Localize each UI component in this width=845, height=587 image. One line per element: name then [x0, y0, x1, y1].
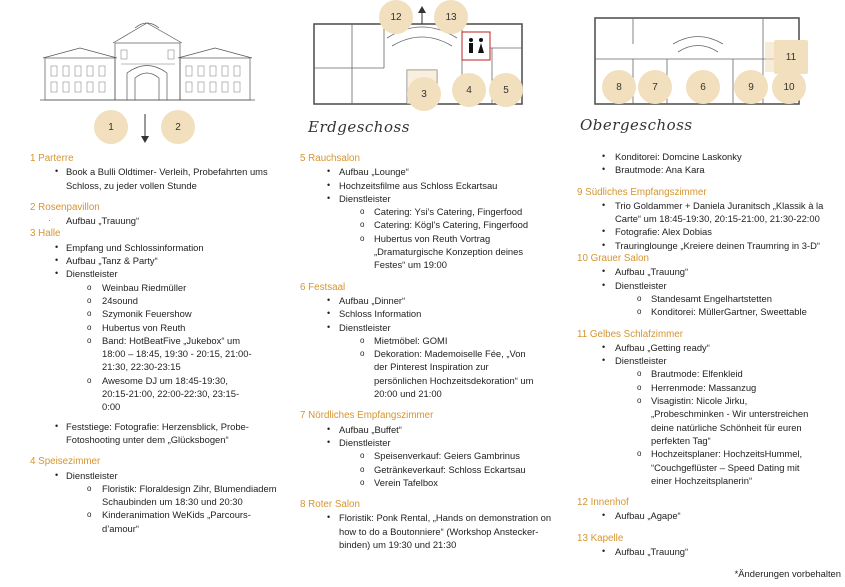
floor-label: Obergeschoss [580, 116, 693, 134]
marker-3: 3 [407, 77, 441, 111]
marker-8: 8 [602, 70, 636, 104]
list-item: Aufbau „Lounge“ [290, 165, 568, 179]
list-item-label: Dienstleister [339, 321, 391, 333]
marker-1: 1 [94, 110, 128, 144]
marker-12: 12 [379, 0, 413, 34]
list-item: Aufbau „Buffet“ [290, 423, 568, 437]
parterre-listing: 1 Parterre Book a Bulli Oldtimer- Verlei… [0, 152, 290, 535]
sub-item: Getränkeverkauf: Schloss Eckartsau [290, 463, 562, 477]
marker-5: 5 [489, 73, 523, 107]
column-obergeschoss: 8 7 6 9 10 11 Obergeschoss Konditorei: D… [568, 0, 845, 587]
section-title: 9 Südliches Empfangszimmer [577, 186, 707, 198]
section-title: 13 Kapelle [577, 532, 624, 544]
list-item: Aufbau „Agape“ [568, 509, 845, 523]
list-item: Dienstleister Brautmode: Elfenkleid Herr… [568, 354, 845, 487]
sub-item: Konditorei: MüllerGartner, Sweettable [568, 305, 839, 319]
floor-label: Erdgeschoss [308, 118, 410, 136]
castle-sketch-image [40, 22, 255, 101]
sub-item: Kinderanimation WeKids „Parcours-d’amour… [0, 508, 284, 535]
sub-item: Hochzeitsplaner: HochzeitsHummel, “Couch… [568, 447, 839, 487]
sub-item: Dekoration: Mademoiselle Fée, „Von der P… [290, 347, 562, 400]
list-item: Schloss Information [290, 307, 568, 321]
list-item-label: Dienstleister [615, 355, 667, 367]
sub-item: Floristik: Floraldesign Zihr, Blumendiad… [0, 482, 284, 509]
list-item: Trauringlounge „Kreiere deinen Traumring… [568, 239, 845, 253]
marker-9: 9 [734, 70, 768, 104]
list-item: Aufbau „Tanz & Party“ [0, 254, 290, 268]
section-title: 8 Roter Salon [300, 499, 360, 511]
list-item: Aufbau „Dinner“ [290, 294, 568, 308]
list-item: Trio Goldammer + Daniela Juranitsch „Kla… [568, 199, 845, 226]
marker-13: 13 [434, 0, 468, 34]
sub-item: Brautmode: Elfenkleid [568, 367, 839, 381]
sub-item: Hubertus von Reuth Vortrag „Dramaturgisc… [290, 232, 562, 272]
marker-10: 10 [772, 70, 806, 104]
arrow-down-icon [141, 114, 149, 143]
list-item-label: Dienstleister [339, 436, 391, 448]
marker-7: 7 [638, 70, 672, 104]
sub-item: Szymonik Feuershow [0, 307, 284, 321]
sub-item: Visagistin: Nicole Jirku, „Probeschminke… [568, 394, 839, 447]
sub-item: Standesamt Engelhartstetten [568, 292, 839, 306]
sub-item: Catering: Kögl’s Catering, Fingerfood [290, 218, 562, 232]
marker-6: 6 [686, 70, 720, 104]
section-title: 2 Rosenpavillon [30, 201, 100, 213]
section-title: 5 Rauchsalon [300, 153, 360, 164]
list-item: Dienstleister Standesamt Engelhartstette… [568, 279, 845, 319]
sub-item: Herrenmode: Massanzug [568, 381, 839, 395]
column-parterre: 1 2 1 Parterre Book a Bulli Oldtimer- Ve… [0, 0, 290, 587]
section-title: 11 Gelbes Schlafzimmer [577, 328, 683, 340]
list-item-label: Dienstleister [66, 469, 118, 481]
section-title: 12 Innenhof [577, 497, 629, 509]
sub-item: Catering: Ysi’s Catering, Fingerfood [290, 205, 562, 219]
list-item: Fotografie: Alex Dobias [568, 225, 845, 239]
section-title: 3 Halle [30, 228, 61, 240]
section-title: 6 Festsaal [300, 281, 346, 293]
list-item: Dienstleister Catering: Ysi’s Catering, … [290, 192, 568, 272]
sub-item: 24sound [0, 294, 284, 308]
list-item: Dienstleister Mietmöbel: GOMI Dekoration… [290, 321, 568, 401]
list-item: Dienstleister Speisenverkauf: Geiers Gam… [290, 436, 568, 489]
ground-floor-listing: 5 Rauchsalon Aufbau „Lounge“ Hochzeitsfi… [290, 152, 568, 551]
sub-item: Speisenverkauf: Geiers Gambrinus [290, 449, 562, 463]
list-item: Floristik: Ponk Rental, „Hands on demons… [290, 511, 568, 551]
section-title: 4 Speisezimmer [30, 456, 101, 468]
list-item: Brautmode: Ana Kara [568, 163, 845, 177]
list-item: Aufbau „Getting ready“ [568, 341, 845, 355]
section-title: 1 Parterre [30, 153, 74, 164]
list-item: Book a Bulli Oldtimer- Verleih, Probefah… [0, 165, 290, 192]
list-item: Hochzeitsfilme aus Schloss Eckartsau [290, 179, 568, 193]
sub-item: Awesome DJ um 18:45-19:30, 20:15-21:00, … [0, 374, 284, 414]
list-item: Aufbau „Trauung“ [568, 545, 845, 559]
list-item: Konditorei: Domcine Laskonky [568, 150, 845, 164]
disclaimer-note: *Änderungen vorbehalten [734, 568, 841, 579]
list-item-label: Dienstleister [615, 279, 667, 291]
list-item-label: Dienstleister [66, 268, 118, 280]
marker-2: 2 [161, 110, 195, 144]
list-item: Aufbau „Trauung“ [568, 265, 845, 279]
sub-item: Weinbau Riedmüller [0, 281, 284, 295]
section-title: 7 Nördliches Empfangszimmer [300, 410, 434, 422]
list-item: Empfang und Schlossinformation [0, 241, 290, 255]
sub-item: Hubertus von Reuth [0, 321, 284, 335]
column-erdgeschoss: 12 13 3 4 5 Erdgeschoss 5 Rauchsalon Auf… [290, 0, 568, 587]
sub-item: Band: HotBeatFive „Jukebox“ um 18:00 – 1… [0, 334, 284, 374]
sub-item: Mietmöbel: GOMI [290, 334, 562, 348]
list-item: Feststiege: Fotografie: Herzensblick, Pr… [0, 420, 290, 447]
marker-4: 4 [452, 73, 486, 107]
list-item-label: Dienstleister [339, 192, 391, 204]
section-title: 10 Grauer Salon [577, 253, 649, 265]
upper-floor-listing: Konditorei: Domcine Laskonky Brautmode: … [568, 150, 845, 559]
arrow-up-icon [418, 6, 426, 24]
list-item: Dienstleister Weinbau Riedmüller 24sound… [0, 267, 290, 413]
list-item: Dienstleister Floristik: Floraldesign Zi… [0, 469, 290, 535]
marker-11: 11 [774, 40, 808, 74]
sub-item: Verein Tafelbox [290, 476, 562, 490]
list-item: Aufbau „Trauung“ [0, 214, 290, 228]
